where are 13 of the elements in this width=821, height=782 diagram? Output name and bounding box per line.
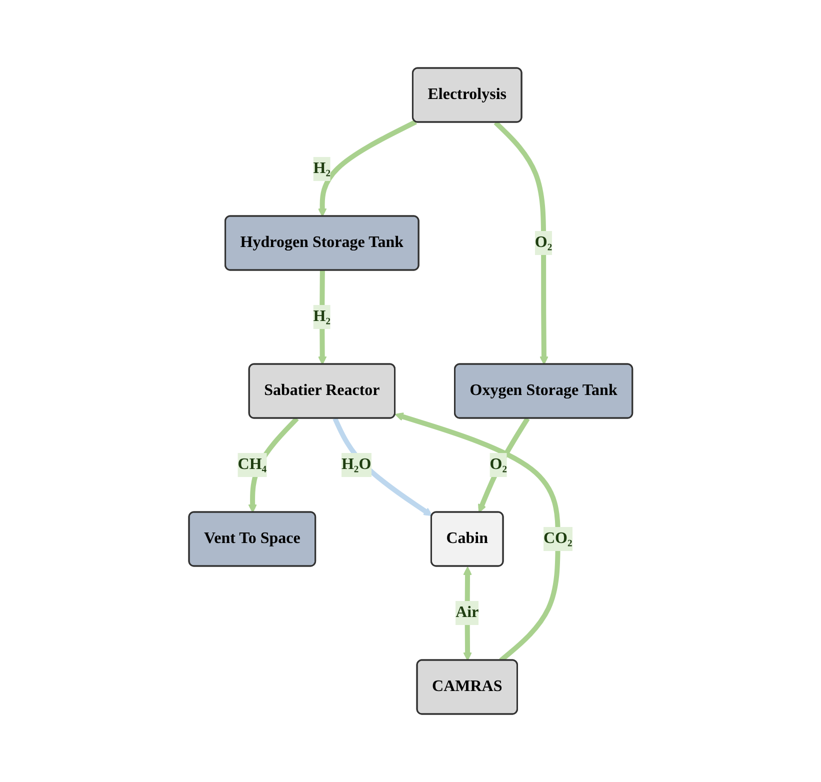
edge-label: O₂ — [490, 456, 507, 473]
edge-label: CO₂ — [543, 530, 572, 547]
arrow — [318, 120, 417, 217]
edge-label: Air — [455, 604, 478, 621]
edge-label: H₂ — [313, 308, 330, 325]
arrow — [478, 417, 530, 513]
edge-label: CH₄ — [238, 456, 266, 473]
edge-label: O₂ — [534, 234, 552, 251]
arrow — [494, 120, 548, 365]
edge-label: H₂ — [313, 160, 330, 177]
edge-label: H₂O — [341, 456, 371, 473]
arrow — [332, 417, 432, 516]
arrow — [462, 566, 472, 661]
